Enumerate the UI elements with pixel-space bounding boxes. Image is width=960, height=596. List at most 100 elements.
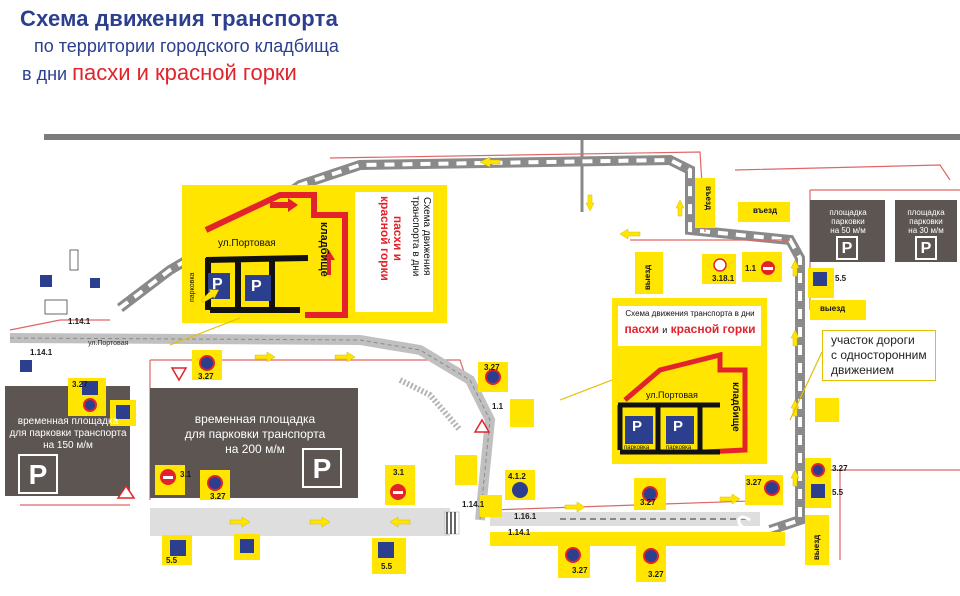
loop-road-marking xyxy=(118,157,802,532)
title-line-3-prefix: в дни xyxy=(22,64,68,84)
lot-200-line-1: временная площадка xyxy=(194,412,316,426)
inset-large-highlight-line-1: пасхи и xyxy=(391,215,405,262)
inset-large-p-2: P xyxy=(251,278,262,295)
left-cluster xyxy=(20,249,100,372)
sign-code-23: 1.14.1 xyxy=(68,317,91,326)
inset-small-title-box xyxy=(618,306,761,346)
sign-code-8: 3.1 xyxy=(393,468,405,477)
lot-200-sign: P xyxy=(302,448,342,488)
sign-plates xyxy=(68,178,866,582)
inset-large-arrow-1 xyxy=(270,198,298,212)
sign-code-18: 4.1.2 xyxy=(508,472,526,481)
sign-code-19: 3.27 xyxy=(572,566,588,575)
inset-large-title: Схема движения транспорта в дни xyxy=(410,196,432,276)
callout-line-3: движением xyxy=(831,363,895,377)
lot-30-line-2: парковки xyxy=(909,217,943,226)
main-road-top xyxy=(44,134,960,140)
inset-large-parking-2 xyxy=(245,275,271,301)
lot-50-label: площадка парковки на 50 м/м xyxy=(812,208,884,235)
street-label: ул.Портовая xyxy=(88,340,129,347)
lot-150-line-3: на 150 м/м xyxy=(43,440,93,451)
callout-line-2: с односторонним xyxy=(831,348,927,362)
inset-small-p-2: P xyxy=(673,418,684,435)
sign-code-12: 5.5 xyxy=(832,488,844,497)
one-way-callout: участок дороги с односторонним движением xyxy=(822,330,936,381)
sign-code-11: 5.5 xyxy=(835,274,847,283)
street-portovaya xyxy=(9,333,496,521)
inset-large-title-line-2: транспорта в дни xyxy=(410,196,421,277)
sign-code-13: 3.18.1 xyxy=(712,274,735,283)
inset-large-pointer xyxy=(169,317,241,346)
sign-code-17: 1.1 xyxy=(745,264,757,273)
sign-code-9: 5.5 xyxy=(166,556,178,565)
lot-150-line-2: для парковки транспорта xyxy=(9,428,127,439)
inset-small-highlight-1: пасхи xyxy=(624,322,659,336)
sign-code-3: 3.27 xyxy=(210,492,226,501)
title-line-3: в дни пасхи и красной горки xyxy=(22,58,339,89)
sign-code-6: 3.27 xyxy=(832,464,848,473)
inset-small-parking-2 xyxy=(666,416,694,444)
inset-small-p-1: P xyxy=(632,418,643,435)
inset-large-title-box xyxy=(355,192,433,312)
exit-sign-right: выезд xyxy=(820,304,846,313)
sign-code-4: 3.27 xyxy=(484,363,500,372)
warning-triangles xyxy=(116,367,491,499)
sign-code-21: 3.27 xyxy=(648,570,664,579)
sign-code-1: 3.27 xyxy=(72,380,88,389)
lot-50-line-1: площадка xyxy=(829,208,867,217)
inset-large-p-1: P xyxy=(212,276,223,293)
inset-small-red-route xyxy=(623,351,748,455)
sign-code-16: 1.14.1 xyxy=(508,528,531,537)
lot-50-sign: P xyxy=(836,236,858,260)
inset-small-cemetery: кладбище xyxy=(730,382,741,432)
title-block: Схема движения транспорта по территории … xyxy=(20,4,339,89)
boundary-line-3 xyxy=(734,164,951,181)
u-turn-arrow xyxy=(737,515,751,530)
inset-small-title: Схема движения транспорта в дни xyxy=(625,309,755,318)
callout-line-1: участок дороги xyxy=(831,333,915,347)
lot-30-line-1: площадка xyxy=(907,208,945,217)
crosswalk xyxy=(444,511,460,535)
entry-sign-top: въезд xyxy=(704,186,713,211)
inset-large-cemetery: кладбище xyxy=(318,222,330,277)
lot-150-label: временная площадка для парковки транспор… xyxy=(8,416,128,452)
inset-small-parking-2-label: парковка xyxy=(666,445,692,451)
parking-lot-150 xyxy=(5,386,130,496)
inset-large-parking-label: парковка xyxy=(189,272,196,302)
lot-50-line-3: на 50 м/м xyxy=(830,226,866,235)
sign-code-20: 3.27 xyxy=(640,498,656,507)
lot-30-line-3: на 30 м/м xyxy=(908,226,944,235)
lot-150-sign: P xyxy=(18,454,58,494)
inset-small-parking-1-label: парковка xyxy=(624,445,650,451)
lot-200-line-3: на 200 м/м xyxy=(225,442,285,456)
exit-sign-bottom: выезд xyxy=(812,534,821,560)
lot-30-sign: P xyxy=(915,236,937,260)
sign-code-10: 5.5 xyxy=(381,562,393,571)
inset-small-black-roads xyxy=(617,402,720,455)
inset-large-highlight: пасхи и красной горки xyxy=(378,196,405,281)
boundary-line-12 xyxy=(9,319,110,331)
inset-small-street: ул.Портовая xyxy=(646,390,698,400)
parking-lot-50 xyxy=(810,200,885,262)
inset-small-connector: и xyxy=(662,325,668,335)
entry-sign-2: въезд xyxy=(753,206,778,215)
exit-sign-left: выезд xyxy=(643,264,652,290)
lot-30-label: площадка парковки на 30 м/м xyxy=(897,208,955,235)
inset-large-arrow-2 xyxy=(323,250,335,275)
traffic-arrows xyxy=(201,156,800,528)
sign-code-5: 3.27 xyxy=(746,478,762,487)
sign-code-7: 3.1 xyxy=(180,470,192,479)
inset-small-highlight: пасхи и красной горки xyxy=(621,322,759,336)
sign-code-22: 1.16.1 xyxy=(514,512,537,521)
inset-small-highlight-2: красной горки xyxy=(670,322,756,336)
lot-200-line-2: для парковки транспорта xyxy=(184,427,326,441)
callout-pointer xyxy=(789,351,823,421)
curved-road xyxy=(398,377,463,432)
lot-50-line-2: парковки xyxy=(831,217,865,226)
parking-lot-30 xyxy=(895,200,957,262)
title-line-1: Схема движения транспорта xyxy=(20,6,339,31)
inset-large-red-route xyxy=(204,192,348,318)
sign-code-24: 1.1 xyxy=(492,402,504,411)
inset-small-pointer xyxy=(559,379,613,401)
